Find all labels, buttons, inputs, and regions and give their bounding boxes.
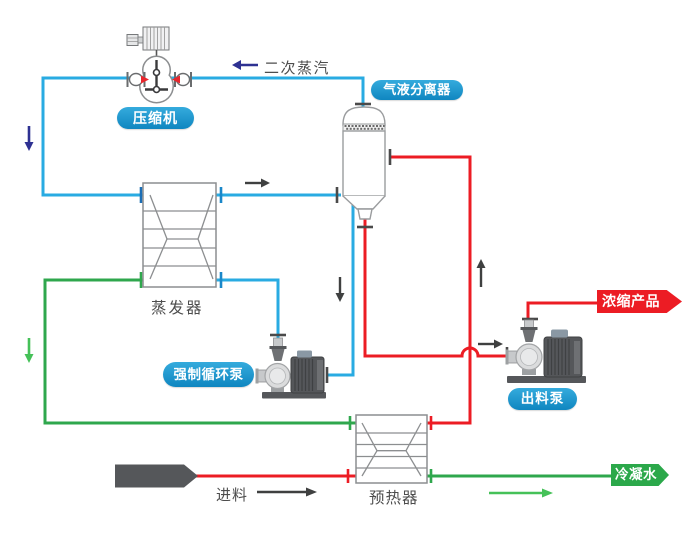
pipe-separator-to-circulation-pump xyxy=(327,196,355,377)
pipe-circulation-pump-to-evaporator xyxy=(216,278,280,344)
down-to-pump-arrow-icon xyxy=(335,277,345,302)
compressor-inlet-arrow-right xyxy=(172,75,180,84)
discharge-pump-icon xyxy=(505,319,586,383)
label-feed: 进料 xyxy=(216,487,249,504)
circulation-pump-icon xyxy=(255,337,326,399)
steam-down-arrow-icon xyxy=(24,126,34,151)
label-evaporator: 蒸发器 xyxy=(151,300,204,317)
pipe-separator-to-discharge-pump xyxy=(363,219,508,358)
label-preheater: 预热器 xyxy=(369,490,419,507)
feed-arrow-icon xyxy=(115,464,198,488)
secondary-steam-left-arrow-icon xyxy=(232,60,258,70)
condensate-right-arrow-icon xyxy=(489,488,553,498)
label-gas-liquid-separator: 气液分离器 xyxy=(371,80,463,100)
condensate-down-arrow-icon xyxy=(24,338,34,363)
flow-arrows xyxy=(24,60,553,498)
pipe-discharge-pump-to-product-outlet xyxy=(526,301,600,325)
banner-condensate-water: 冷凝水 xyxy=(611,464,669,486)
label-discharge-pump: 出料泵 xyxy=(508,388,577,410)
demister-mesh xyxy=(344,125,385,130)
pipe-separator-to-compressor-to-evaporator xyxy=(41,76,365,197)
pipe-evaporator-to-preheater xyxy=(43,278,356,425)
steam-pipes xyxy=(41,76,365,377)
label-forced-circulation-pump: 强制循环泵 xyxy=(163,362,254,387)
pipe-preheater-to-separator xyxy=(389,155,472,425)
compressor-inlet-arrow-left xyxy=(141,75,149,84)
condensate-pipes xyxy=(43,278,613,478)
separator-vessel-icon xyxy=(342,106,386,220)
label-secondary-steam: 二次蒸汽 xyxy=(264,60,331,77)
evaporator-icon xyxy=(142,182,217,288)
flange-ticks xyxy=(139,102,538,483)
evaporator-to-separator-arrow-icon xyxy=(245,178,270,188)
product-pipes xyxy=(196,155,600,478)
feed-right-arrow-icon xyxy=(257,487,317,497)
feed-up-arrow-icon xyxy=(476,259,486,287)
preheater-icon xyxy=(355,414,428,484)
compressor-icon xyxy=(126,26,192,104)
to-discharge-pump-arrow-icon xyxy=(478,339,503,349)
label-compressor: 压缩机 xyxy=(117,107,194,129)
banner-concentrated-product: 浓缩产品 xyxy=(597,290,682,313)
